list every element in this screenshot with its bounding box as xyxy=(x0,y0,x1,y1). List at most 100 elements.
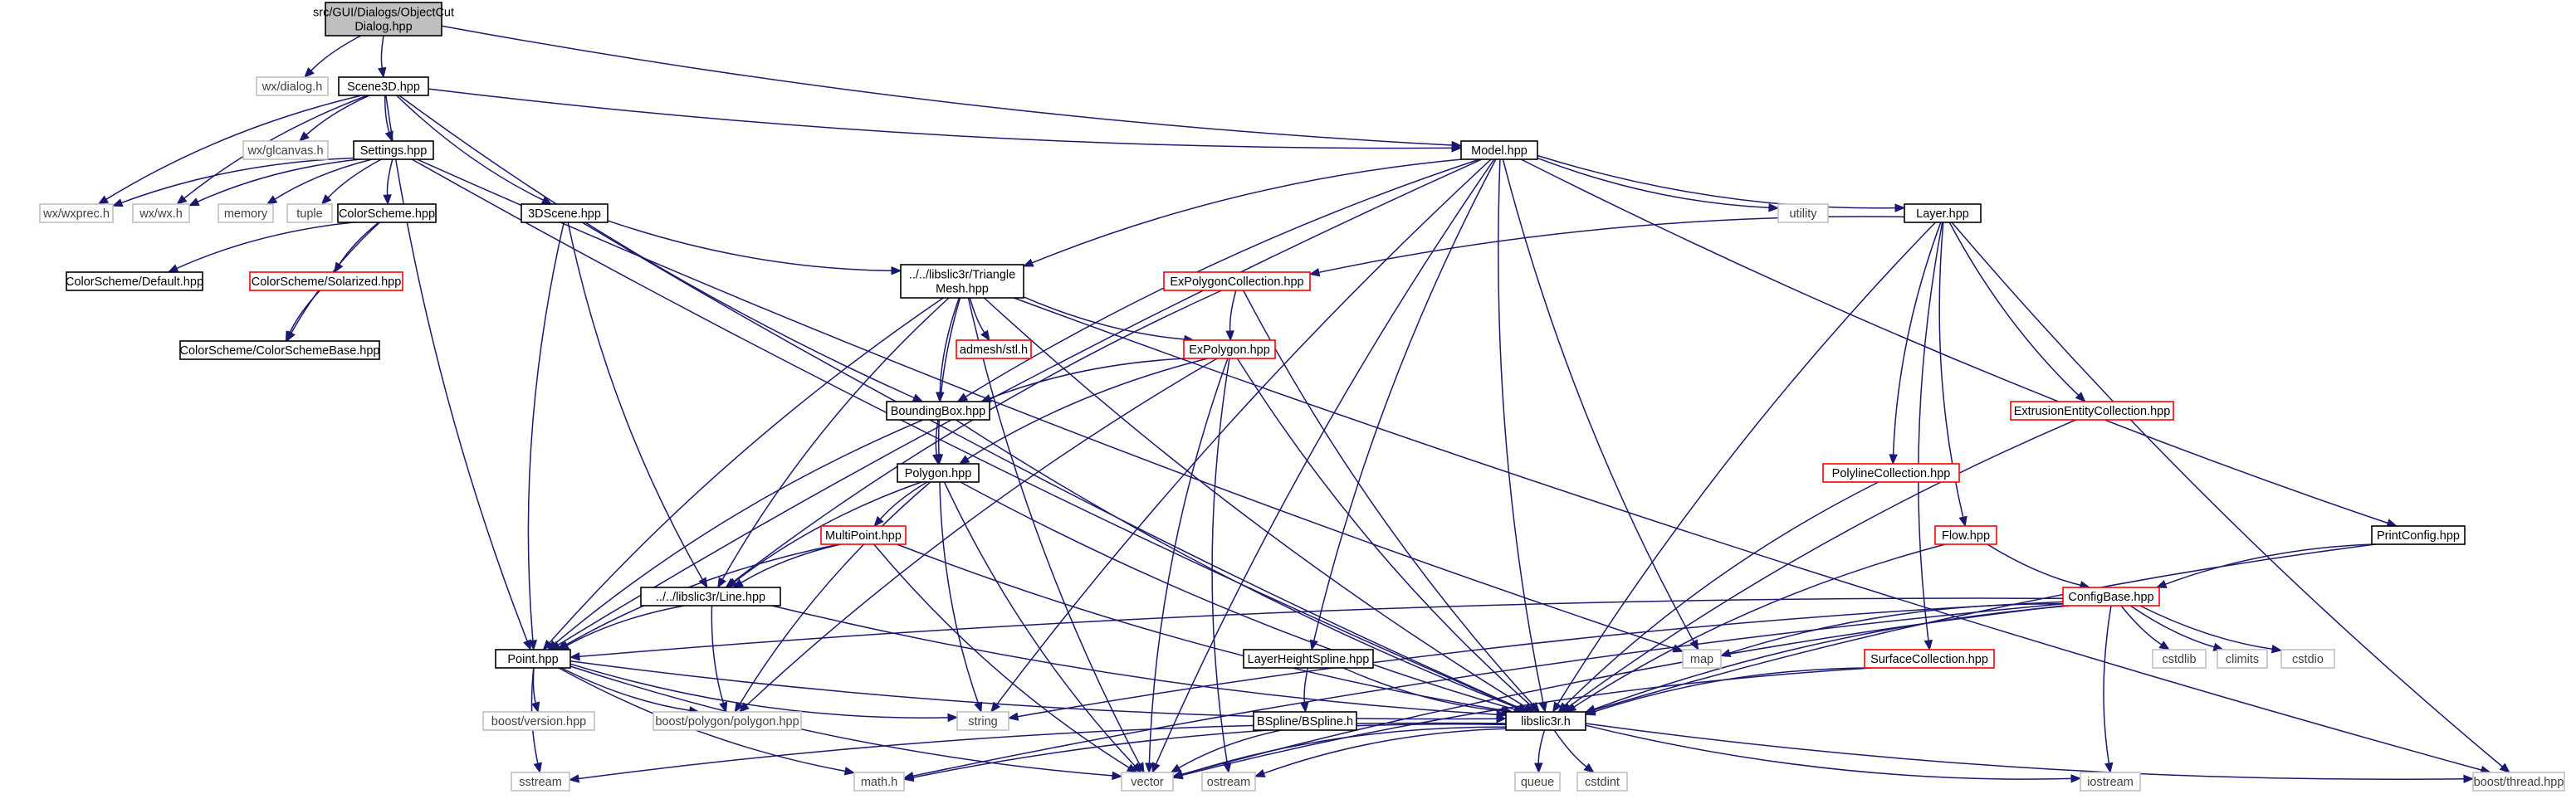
node-box xyxy=(218,203,274,223)
node-bspline[interactable]: BSpline/BSpline.h xyxy=(1253,711,1357,731)
node-wxglcanvas: wx/glcanvas.h xyxy=(242,140,329,160)
node-box xyxy=(900,264,1024,299)
edge-expolygon-to-libslic3r xyxy=(1236,358,1539,713)
edge-layer-to-boostthread xyxy=(1951,222,2510,773)
node-box xyxy=(2472,772,2565,792)
node-label: ExPolygon.hpp xyxy=(1189,343,1270,357)
edge-boundingbox-to-libslic3r xyxy=(956,419,1529,713)
node-label: PrintConfig.hpp xyxy=(2377,529,2460,543)
node-box xyxy=(956,339,1032,359)
edge-configbase-to-climits xyxy=(2129,605,2225,651)
node-string: string xyxy=(956,711,1009,731)
node-label: memory xyxy=(224,207,268,221)
edge-configbase-to-mathh xyxy=(902,602,2064,781)
node-label: ostream xyxy=(1207,776,1250,789)
node-wxdialog: wx/dialog.h xyxy=(256,76,329,96)
node-label: ColorScheme/ColorSchemeBase.hpp xyxy=(180,344,380,358)
edge-polygon-to-vector xyxy=(943,481,1142,773)
node-label: LayerHeightSpline.hpp xyxy=(1248,653,1370,666)
node-box xyxy=(1934,525,1997,545)
node-extrusioncoll[interactable]: ExtrusionEntityCollection.hpp xyxy=(2010,401,2174,421)
node-point[interactable]: Point.hpp xyxy=(495,649,571,669)
edge-trianglemesh-to-boundingbox xyxy=(936,297,961,403)
node-label: ColorScheme.hpp xyxy=(339,207,435,221)
node-libslic3r[interactable]: libslic3r.h xyxy=(1505,711,1586,731)
node-cssolarized[interactable]: ColorScheme/Solarized.hpp xyxy=(249,271,403,291)
edge-layer-to-libslic3r xyxy=(1552,222,1936,714)
node-box xyxy=(2152,649,2207,669)
node-climits: climits xyxy=(2217,649,2268,669)
edge-scene3d-to-wxwxprec xyxy=(97,95,362,205)
node-label: SurfaceCollection.hpp xyxy=(1870,653,1988,666)
edge-libslic3r-to-sstream xyxy=(568,722,1507,783)
node-label: iostream xyxy=(2087,776,2134,789)
node-admesh[interactable]: admesh/stl.h xyxy=(956,339,1032,359)
edge-trianglemesh-to-point xyxy=(542,297,944,650)
edge-libslic3r-to-iostream xyxy=(1585,724,2082,783)
edge-expolygon-to-vector xyxy=(1145,358,1229,774)
node-surfacecoll[interactable]: SurfaceCollection.hpp xyxy=(1864,649,1995,669)
edge-libslic3r-to-boostthread xyxy=(1585,723,2475,783)
node-printconfig[interactable]: PrintConfig.hpp xyxy=(2371,525,2466,545)
node-box xyxy=(1682,649,1722,669)
node-flow[interactable]: Flow.hpp xyxy=(1934,525,1997,545)
node-expolygoncoll[interactable]: ExPolygonCollection.hpp xyxy=(1163,271,1311,291)
node-layer[interactable]: Layer.hpp xyxy=(1904,203,1982,223)
node-label: ColorScheme/Default.hpp xyxy=(66,275,203,289)
edge-libslic3r-to-queue xyxy=(1534,729,1546,774)
node-csdefault[interactable]: ColorScheme/Default.hpp xyxy=(66,271,203,291)
edge-polygon-to-boostpolygon xyxy=(734,481,931,714)
node-scene3dhpp[interactable]: 3DScene.hpp xyxy=(521,203,609,223)
node-colorscheme[interactable]: ColorScheme.hpp xyxy=(337,203,437,223)
edge-surfacecoll-to-libslic3r xyxy=(1584,667,1874,716)
node-vector: vector xyxy=(1121,772,1174,792)
edge-point-to-mathh xyxy=(558,667,856,776)
node-ostream: ostream xyxy=(1201,772,1256,792)
edge-expolygoncoll-to-expolygon xyxy=(1225,290,1237,342)
node-multipoint[interactable]: MultiPoint.hpp xyxy=(820,525,907,545)
edge-printconfig-to-libslic3r xyxy=(1584,543,2376,714)
edge-point-to-libslic3r xyxy=(569,660,1508,723)
node-scene3d[interactable]: Scene3D.hpp xyxy=(338,76,429,96)
edge-settings-to-memory xyxy=(266,158,373,205)
node-memory: memory xyxy=(218,203,274,223)
node-configbase[interactable]: ConfigBase.hpp xyxy=(2062,587,2160,607)
node-box xyxy=(338,76,429,96)
node-box xyxy=(495,649,571,669)
node-box xyxy=(1904,203,1982,223)
node-label: admesh/stl.h xyxy=(960,343,1028,357)
edge-trianglemesh-to-line xyxy=(717,297,950,589)
node-label: ExtrusionEntityCollection.hpp xyxy=(2014,405,2171,418)
node-boundingbox[interactable]: BoundingBox.hpp xyxy=(886,401,990,421)
edge-polygon-to-string xyxy=(939,481,983,714)
edge-layer-to-extrusioncoll xyxy=(1948,222,2086,402)
edge-libslic3r-to-cstdint xyxy=(1553,729,1595,773)
node-csbase[interactable]: ColorScheme/ColorSchemeBase.hpp xyxy=(179,340,380,360)
node-line[interactable]: ../../libslic3r/Line.hpp xyxy=(640,587,781,607)
node-model[interactable]: Model.hpp xyxy=(1460,140,1538,160)
node-label: string xyxy=(968,715,997,728)
node-polylinecoll[interactable]: PolylineCollection.hpp xyxy=(1822,463,1960,483)
node-box xyxy=(179,340,380,360)
node-label: ColorScheme/Solarized.hpp xyxy=(252,275,402,289)
node-expolygon[interactable]: ExPolygon.hpp xyxy=(1183,339,1276,359)
node-box xyxy=(337,203,437,223)
edge-model-to-map xyxy=(1502,158,1699,651)
node-layerheight[interactable]: LayerHeightSpline.hpp xyxy=(1243,649,1374,669)
node-queue: queue xyxy=(1514,772,1561,792)
node-settings[interactable]: Settings.hpp xyxy=(353,140,434,160)
node-box xyxy=(2080,772,2141,792)
node-box xyxy=(1243,649,1374,669)
node-box xyxy=(2010,401,2174,421)
node-polygon[interactable]: Polygon.hpp xyxy=(897,463,980,483)
node-label: Polygon.hpp xyxy=(905,467,972,480)
edge-printconfig-to-configbase xyxy=(2155,543,2373,588)
node-label: utility xyxy=(1789,207,1817,221)
node-label: Model.hpp xyxy=(1471,144,1528,158)
node-boostpolygon: boost/polygon/polygon.hpp xyxy=(653,711,802,731)
node-label: BoundingBox.hpp xyxy=(891,405,986,418)
edge-root-to-wxdialog xyxy=(303,35,362,78)
